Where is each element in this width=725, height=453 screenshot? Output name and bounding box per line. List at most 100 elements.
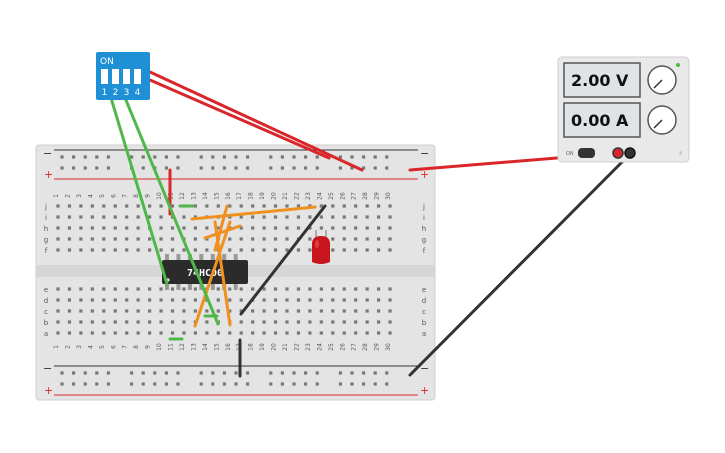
- hole[interactable]: [308, 298, 312, 302]
- rail-hole[interactable]: [141, 155, 145, 159]
- hole[interactable]: [182, 320, 186, 324]
- hole[interactable]: [125, 226, 129, 230]
- hole[interactable]: [319, 204, 323, 208]
- hole[interactable]: [125, 320, 129, 324]
- power-supply[interactable]: 2.00 V 0.00 A ON ⚡: [557, 56, 690, 163]
- hole[interactable]: [331, 287, 335, 291]
- rail-hole[interactable]: [199, 166, 203, 170]
- hole[interactable]: [79, 215, 83, 219]
- rail-hole[interactable]: [141, 382, 145, 386]
- rail-hole[interactable]: [338, 382, 342, 386]
- rail-hole[interactable]: [83, 382, 87, 386]
- psu-negative-terminal[interactable]: [624, 147, 636, 159]
- hole[interactable]: [377, 237, 381, 241]
- hole[interactable]: [56, 215, 60, 219]
- hole[interactable]: [90, 331, 94, 335]
- hole[interactable]: [170, 287, 175, 291]
- hole[interactable]: [239, 226, 243, 230]
- dip-toggle-4[interactable]: [134, 69, 141, 84]
- hole[interactable]: [388, 287, 392, 291]
- hole[interactable]: [354, 320, 358, 324]
- hole[interactable]: [354, 287, 358, 291]
- rail-hole[interactable]: [222, 166, 226, 170]
- hole[interactable]: [319, 287, 323, 291]
- rail-hole[interactable]: [130, 371, 134, 375]
- rail-hole[interactable]: [72, 371, 76, 375]
- rail-hole[interactable]: [60, 371, 64, 375]
- hole[interactable]: [56, 287, 60, 291]
- hole[interactable]: [205, 237, 209, 241]
- psu-current-knob[interactable]: [647, 105, 677, 135]
- hole[interactable]: [273, 215, 278, 219]
- hole[interactable]: [331, 226, 335, 230]
- hole[interactable]: [354, 226, 358, 230]
- hole[interactable]: [319, 331, 323, 335]
- hole[interactable]: [205, 331, 209, 335]
- hole[interactable]: [193, 287, 197, 291]
- rail-hole[interactable]: [373, 166, 377, 170]
- hole[interactable]: [251, 237, 255, 241]
- hole[interactable]: [262, 331, 266, 335]
- hole[interactable]: [193, 226, 197, 230]
- dip-toggle-1[interactable]: [101, 69, 108, 84]
- hole[interactable]: [148, 309, 152, 313]
- hole[interactable]: [136, 237, 140, 241]
- hole[interactable]: [354, 298, 358, 302]
- rail-hole[interactable]: [315, 382, 319, 386]
- hole[interactable]: [331, 320, 335, 324]
- hole[interactable]: [67, 215, 72, 219]
- rail-hole[interactable]: [234, 371, 238, 375]
- rail-hole[interactable]: [385, 166, 389, 170]
- hole[interactable]: [205, 320, 209, 324]
- hole[interactable]: [113, 287, 117, 291]
- hole[interactable]: [148, 204, 152, 208]
- hole[interactable]: [159, 237, 163, 241]
- rail-hole[interactable]: [234, 382, 238, 386]
- hole[interactable]: [354, 309, 358, 313]
- hole[interactable]: [148, 320, 152, 324]
- hole[interactable]: [262, 320, 266, 324]
- hole[interactable]: [102, 309, 106, 313]
- hole[interactable]: [216, 298, 220, 302]
- hole[interactable]: [285, 320, 289, 324]
- hole[interactable]: [216, 309, 220, 313]
- rail-hole[interactable]: [292, 382, 296, 386]
- rail-hole[interactable]: [292, 155, 296, 159]
- hole[interactable]: [79, 226, 83, 230]
- rail-hole[interactable]: [60, 166, 64, 170]
- hole[interactable]: [273, 237, 278, 241]
- hole[interactable]: [365, 204, 369, 208]
- rail-hole[interactable]: [234, 166, 238, 170]
- hole[interactable]: [56, 237, 60, 241]
- hole[interactable]: [285, 226, 289, 230]
- rail-hole[interactable]: [362, 166, 366, 170]
- rail-hole[interactable]: [153, 382, 157, 386]
- hole[interactable]: [319, 226, 323, 230]
- hole[interactable]: [342, 331, 346, 335]
- rail-hole[interactable]: [199, 382, 203, 386]
- hole[interactable]: [113, 298, 117, 302]
- hole[interactable]: [296, 320, 301, 324]
- hole[interactable]: [136, 320, 140, 324]
- hole[interactable]: [113, 237, 117, 241]
- rail-hole[interactable]: [141, 371, 145, 375]
- hole[interactable]: [331, 331, 335, 335]
- rail-hole[interactable]: [362, 371, 366, 375]
- hole[interactable]: [136, 248, 140, 252]
- rail-hole[interactable]: [72, 155, 76, 159]
- hole[interactable]: [296, 204, 301, 208]
- rail-hole[interactable]: [153, 371, 157, 375]
- hole[interactable]: [365, 248, 369, 252]
- hole[interactable]: [56, 248, 60, 252]
- hole[interactable]: [125, 298, 129, 302]
- hole[interactable]: [67, 309, 72, 313]
- hole[interactable]: [365, 331, 369, 335]
- hole[interactable]: [296, 298, 301, 302]
- rail-hole[interactable]: [269, 382, 273, 386]
- hole[interactable]: [136, 309, 140, 313]
- hole[interactable]: [228, 248, 232, 252]
- hole[interactable]: [102, 237, 106, 241]
- hole[interactable]: [251, 287, 255, 291]
- hole[interactable]: [56, 298, 60, 302]
- hole[interactable]: [251, 204, 255, 208]
